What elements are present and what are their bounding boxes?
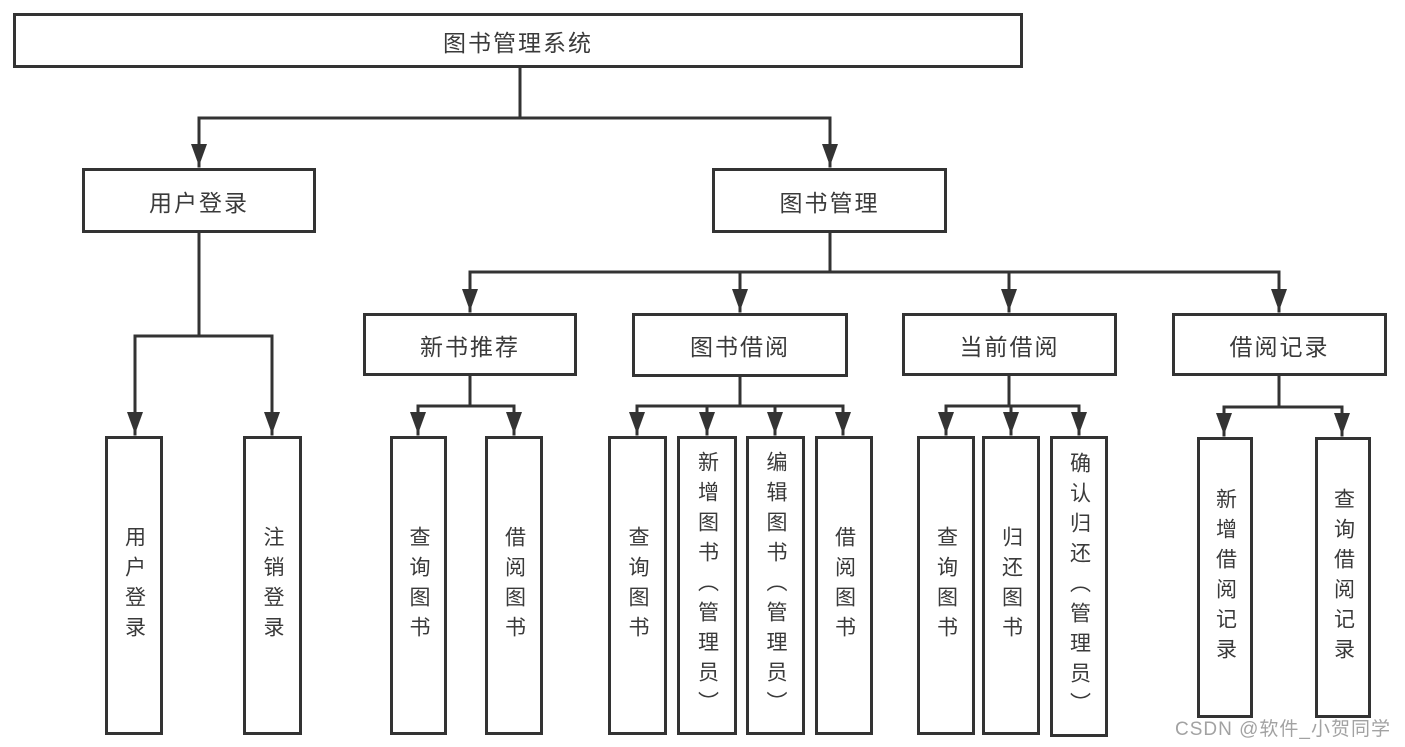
- node-current-borrowing-label: 当前借阅: [959, 333, 1060, 360]
- leaf-borrow-books-borrowing: 借阅图书: [815, 436, 873, 735]
- node-user-login: 用户登录: [82, 168, 316, 233]
- leaf-borrow-books-borrowing-label: 借阅图书: [832, 525, 856, 646]
- leaf-user-login: 用户登录: [105, 436, 163, 735]
- node-root-label: 图书管理系统: [443, 29, 593, 56]
- node-new-book-recommend-label: 新书推荐: [420, 333, 520, 360]
- leaf-confirm-return-admin: 确认归还（管理员）: [1050, 436, 1108, 737]
- leaf-logout-login-label: 注销登录: [261, 525, 284, 646]
- node-borrowing-records-label: 借阅记录: [1229, 333, 1330, 360]
- leaf-edit-book-admin-label: 编辑图书（管理员）: [764, 450, 787, 721]
- leaf-query-books-current: 查询图书: [917, 436, 975, 735]
- leaf-edit-book-admin: 编辑图书（管理员）: [746, 436, 805, 735]
- leaf-query-borrow-record: 查询借阅记录: [1315, 437, 1371, 718]
- leaf-query-books-recommend-label: 查询图书: [407, 525, 430, 646]
- node-book-borrowing-label: 图书借阅: [690, 334, 790, 360]
- leaf-borrow-books-recommend: 借阅图书: [485, 436, 543, 735]
- node-current-borrowing: 当前借阅: [902, 313, 1117, 376]
- leaf-add-book-admin: 新增图书（管理员）: [677, 436, 737, 735]
- leaf-query-books-recommend: 查询图书: [390, 436, 447, 735]
- node-new-book-recommend: 新书推荐: [363, 313, 577, 376]
- leaf-add-book-admin-label: 新增图书（管理员）: [695, 450, 719, 721]
- leaf-return-books-label: 归还图书: [999, 525, 1023, 646]
- leaf-query-books-borrowing-label: 查询图书: [626, 525, 649, 646]
- leaf-logout-login: 注销登录: [243, 436, 302, 735]
- leaf-borrow-books-recommend-label: 借阅图书: [502, 525, 526, 646]
- leaf-user-login-label: 用户登录: [122, 525, 146, 646]
- node-borrowing-records: 借阅记录: [1172, 313, 1387, 376]
- leaf-add-borrow-record: 新增借阅记录: [1197, 437, 1253, 718]
- leaf-query-books-current-label: 查询图书: [934, 525, 958, 646]
- leaf-confirm-return-admin-label: 确认归还（管理员）: [1067, 451, 1091, 722]
- node-book-management: 图书管理: [712, 168, 947, 233]
- node-book-borrowing: 图书借阅: [632, 313, 848, 377]
- leaf-query-borrow-record-label: 查询借阅记录: [1331, 487, 1355, 668]
- node-root: 图书管理系统: [13, 13, 1023, 68]
- leaf-return-books: 归还图书: [982, 436, 1040, 735]
- node-book-management-label: 图书管理: [779, 189, 880, 216]
- leaf-query-books-borrowing: 查询图书: [608, 436, 667, 735]
- leaf-add-borrow-record-label: 新增借阅记录: [1213, 487, 1237, 668]
- watermark: CSDN @软件_小贺同学: [1175, 719, 1391, 740]
- node-user-login-label: 用户登录: [149, 189, 249, 216]
